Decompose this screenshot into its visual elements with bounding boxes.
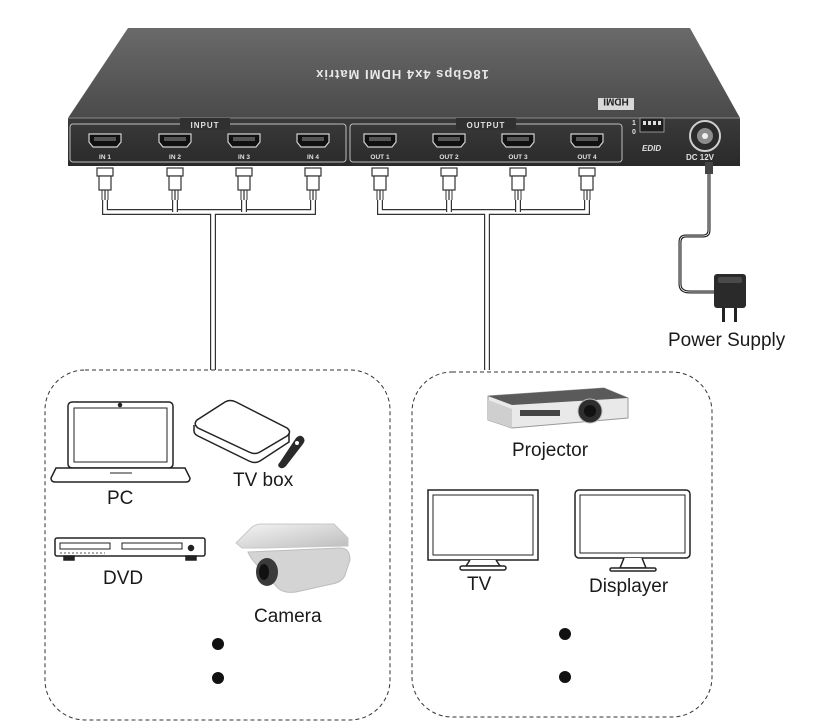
hdmi-plug-icon <box>578 167 596 202</box>
hdmi-out-port-3: OUT 3 <box>501 133 535 161</box>
source-group-box <box>44 369 391 721</box>
displayer-label: Displayer <box>589 576 669 597</box>
hdmi-in-port-4-label: IN 4 <box>307 154 319 161</box>
input-group-label: INPUT <box>191 121 220 130</box>
hdmi-in-port-4: IN 4 <box>296 133 330 161</box>
hdmi-cables <box>96 167 596 370</box>
hdmi-in-port-1-label: IN 1 <box>99 154 111 161</box>
hdmi-out-port-4-label: OUT 4 <box>577 154 597 161</box>
hdmi-matrix-device: 18Gbps 4x4 HDMI Matrix HDMI INPUT OUTPUT… <box>68 28 740 166</box>
hdmi-out-port-4: OUT 4 <box>570 133 604 161</box>
projector-label: Projector <box>512 440 589 461</box>
pc-label: PC <box>107 488 134 509</box>
output-cable-bundle <box>377 200 590 370</box>
tv-label: TV <box>467 574 492 595</box>
device-title: 18Gbps 4x4 HDMI Matrix <box>315 67 489 82</box>
power-supply-label: Power Supply <box>668 330 786 351</box>
dvd-label: DVD <box>103 568 144 589</box>
hdmi-plug-icon <box>440 167 458 202</box>
dc-label: DC 12V <box>686 153 715 162</box>
hdmi-out-port-2-label: OUT 2 <box>439 154 459 161</box>
hdmi-out-port-2: OUT 2 <box>432 133 466 161</box>
hdmi-ports: IN 1 IN 2 IN 3 IN 4 OUT 1 OUT 2 OUT 3 OUT 4 <box>88 133 604 161</box>
svg-text:0: 0 <box>632 129 636 136</box>
more-devices-dots <box>212 628 571 684</box>
hdmi-out-port-1-label: OUT 1 <box>370 154 390 161</box>
dvd-player-icon <box>54 537 206 561</box>
svg-text:HDMI: HDMI <box>603 95 629 106</box>
projector-icon <box>487 387 629 429</box>
monitor-icon <box>574 489 691 572</box>
power-cable <box>678 162 714 294</box>
hdmi-out-port-3-label: OUT 3 <box>508 154 528 161</box>
hdmi-in-port-1: IN 1 <box>88 133 122 161</box>
camera-label: Camera <box>254 606 322 627</box>
power-adapter-icon <box>714 274 746 322</box>
laptop-icon <box>50 401 191 483</box>
hdmi-in-port-3: IN 3 <box>227 133 261 161</box>
hdmi-out-port-1: OUT 1 <box>363 133 397 161</box>
output-group-label: OUTPUT <box>467 121 506 130</box>
tv-box-icon <box>193 399 291 464</box>
hdmi-plug-icon <box>166 167 184 202</box>
hdmi-plug-icon <box>304 167 322 202</box>
svg-text:1: 1 <box>632 120 636 127</box>
hdmi-in-port-2-label: IN 2 <box>169 154 181 161</box>
input-cable-bundle <box>102 200 316 370</box>
hdmi-plug-icon <box>96 167 114 202</box>
hdmi-plug-icon <box>509 167 527 202</box>
hdmi-plug-icon <box>235 167 253 202</box>
hdmi-in-port-2: IN 2 <box>158 133 192 161</box>
display-group-box <box>411 371 713 718</box>
tv-box-label: TV box <box>233 470 294 491</box>
tv-icon <box>427 489 539 571</box>
remote-control-icon <box>278 435 305 469</box>
hdmi-logo: HDMI <box>598 95 634 110</box>
dc-power-jack: DC 12V <box>686 120 721 162</box>
edid-switch: 1 0 EDID <box>632 117 665 153</box>
hdmi-plug-icon <box>371 167 389 202</box>
edid-label: EDID <box>642 144 661 153</box>
security-camera-icon <box>235 523 351 593</box>
hdmi-in-port-3-label: IN 3 <box>238 154 250 161</box>
